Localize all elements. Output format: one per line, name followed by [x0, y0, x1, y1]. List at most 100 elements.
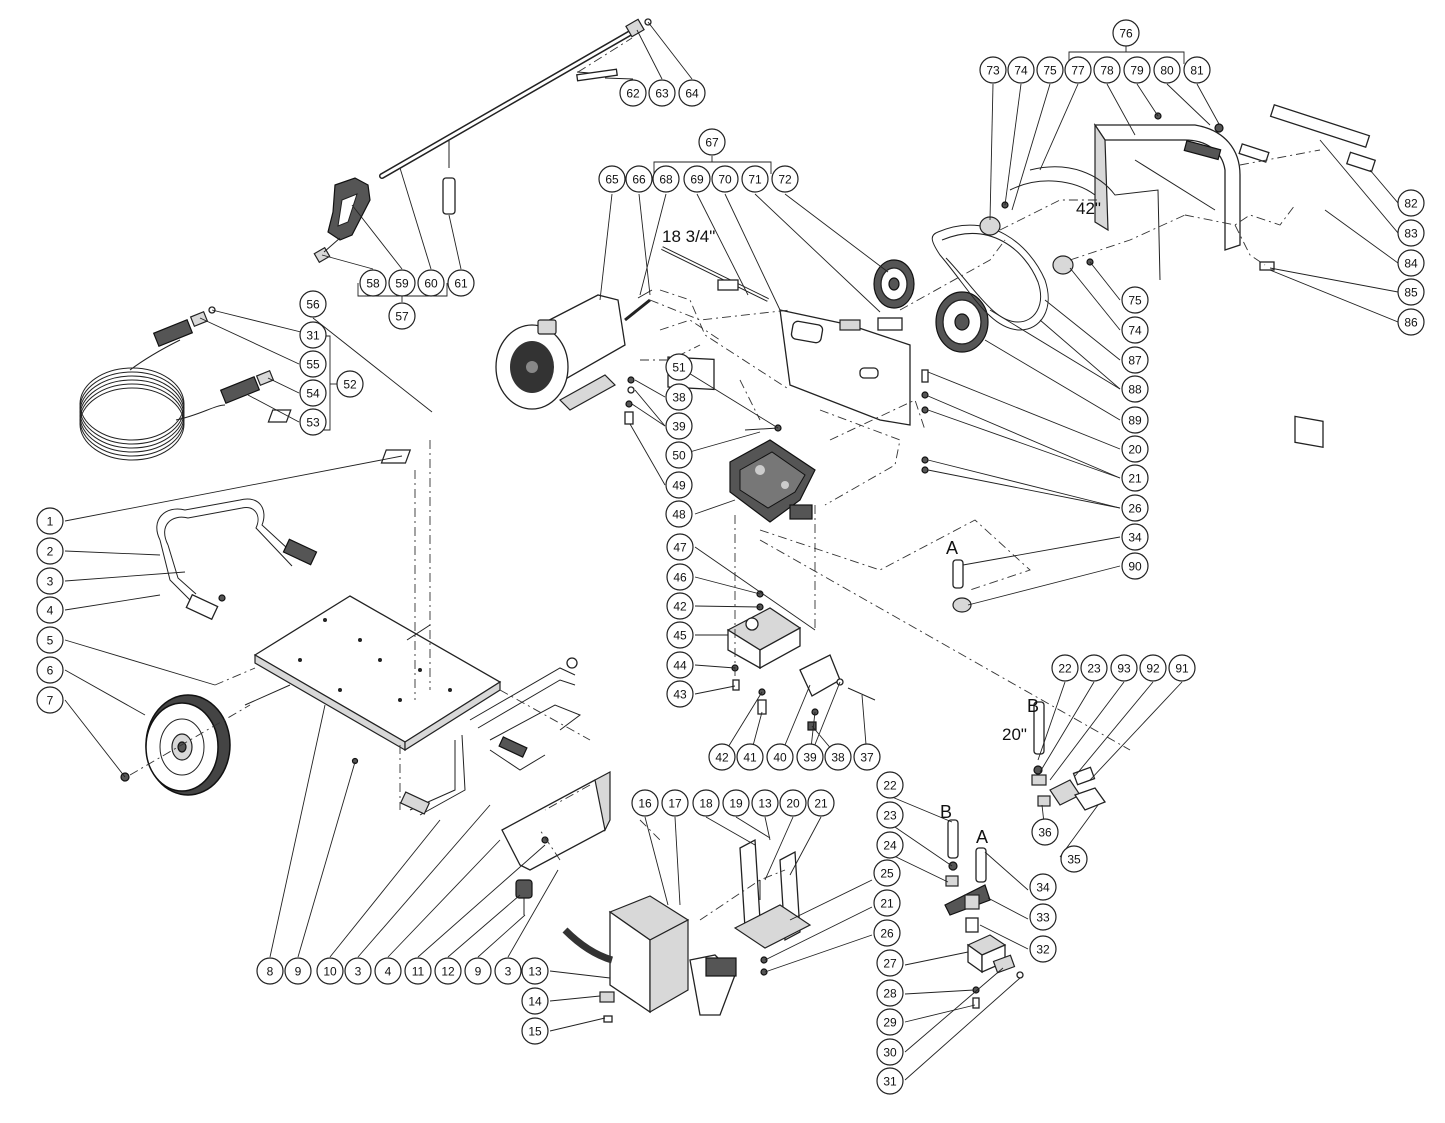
- callout-2: 2: [36, 537, 64, 565]
- callout-circle: [665, 441, 693, 469]
- callout-number: 59: [395, 277, 409, 291]
- callout-circle: [779, 789, 807, 817]
- callout-circle: [631, 789, 659, 817]
- callout-number: 39: [672, 420, 686, 434]
- callout-circle: [648, 79, 676, 107]
- callout-21: 21: [1121, 464, 1149, 492]
- callout-65: 65: [598, 165, 626, 193]
- callout-22: 22: [1051, 654, 1079, 682]
- callout-circle: [665, 471, 693, 499]
- callout-number: 70: [718, 173, 732, 187]
- callout-number: 91: [1175, 662, 1189, 676]
- callout-number: 42: [673, 600, 687, 614]
- callout-circle: [666, 592, 694, 620]
- callout-circle: [796, 743, 824, 771]
- connection-b-upper: B: [1027, 696, 1039, 716]
- callout-circle: [711, 165, 739, 193]
- callout-48: 48: [665, 500, 693, 528]
- callout-number: 19: [729, 797, 743, 811]
- callout-number: 21: [1128, 472, 1142, 486]
- callout-84: 84: [1397, 249, 1425, 277]
- callout-circle: [876, 979, 904, 1007]
- callout-number: 16: [638, 797, 652, 811]
- callout-circle: [979, 56, 1007, 84]
- callout-number: 57: [395, 310, 409, 324]
- callout-number: 30: [883, 1046, 897, 1060]
- callout-circle: [1153, 56, 1181, 84]
- callout-circle: [36, 656, 64, 684]
- callout-23: 23: [1080, 654, 1108, 682]
- callout-circle: [299, 350, 327, 378]
- callout-20: 20: [779, 789, 807, 817]
- callout-number: 27: [883, 957, 897, 971]
- callout-12: 12: [434, 957, 462, 985]
- callout-circle: [1093, 56, 1121, 84]
- callout-10: 10: [316, 957, 344, 985]
- electrical-box: [562, 895, 737, 1023]
- callout-number: 37: [860, 751, 874, 765]
- callout-circle: [284, 957, 312, 985]
- callout-76: 76: [1112, 19, 1140, 47]
- callout-22: 22: [876, 771, 904, 799]
- callout-number: 60: [424, 277, 438, 291]
- callout-13: 13: [751, 789, 779, 817]
- callout-29: 29: [876, 1008, 904, 1036]
- belt-guard-plate: [779, 309, 911, 426]
- callout-number: 56: [306, 298, 320, 312]
- callout-circle: [521, 987, 549, 1015]
- callout-14: 14: [521, 987, 549, 1015]
- callout-circle: [652, 165, 680, 193]
- callout-number: 21: [814, 797, 828, 811]
- callout-number: 50: [672, 449, 686, 463]
- callout-number: 81: [1190, 64, 1204, 78]
- callout-number: 26: [1128, 502, 1142, 516]
- callout-circle: [666, 621, 694, 649]
- callout-19: 19: [722, 789, 750, 817]
- callout-number: 23: [1087, 662, 1101, 676]
- hose-length-label: 20": [1002, 725, 1027, 744]
- chassis-plate: [253, 595, 502, 752]
- wheel: [120, 694, 231, 796]
- callout-51: 51: [665, 353, 693, 381]
- trigger-gun: [313, 177, 371, 264]
- callout-73: 73: [979, 56, 1007, 84]
- callout-circle: [344, 957, 372, 985]
- callout-27: 27: [876, 949, 904, 977]
- callout-38: 38: [665, 383, 693, 411]
- callout-number: 21: [880, 897, 894, 911]
- callout-circle: [1121, 552, 1149, 580]
- callout-8: 8: [256, 957, 284, 985]
- callout-number: 72: [778, 173, 792, 187]
- callout-circle: [299, 408, 327, 436]
- callout-circle: [876, 1038, 904, 1066]
- callout-36: 36: [1031, 818, 1059, 846]
- callout-number: 2: [47, 545, 54, 559]
- callout-1: 1: [36, 507, 64, 535]
- callout-number: 93: [1117, 662, 1131, 676]
- callout-number: 15: [528, 1025, 542, 1039]
- callout-number: 67: [705, 136, 719, 150]
- callout-93: 93: [1110, 654, 1138, 682]
- pump-base: [726, 590, 802, 691]
- callout-circle: [1121, 406, 1149, 434]
- callout-circle: [1121, 523, 1149, 551]
- callout-3: 3: [36, 567, 64, 595]
- callout-number: 80: [1160, 64, 1174, 78]
- callout-45: 45: [666, 621, 694, 649]
- callout-89: 89: [1121, 406, 1149, 434]
- callout-circle: [807, 789, 835, 817]
- callout-57: 57: [388, 302, 416, 330]
- callout-circle: [1110, 654, 1138, 682]
- callout-number: 25: [880, 867, 894, 881]
- callout-circle: [665, 500, 693, 528]
- callout-44: 44: [666, 651, 694, 679]
- callout-circle: [299, 379, 327, 407]
- callout-number: 51: [672, 361, 686, 375]
- callout-circle: [1397, 249, 1425, 277]
- callout-72: 72: [771, 165, 799, 193]
- callout-number: 4: [385, 965, 392, 979]
- callout-number: 75: [1043, 64, 1057, 78]
- callout-60: 60: [417, 269, 445, 297]
- callout-circle: [36, 686, 64, 714]
- callout-number: 20: [786, 797, 800, 811]
